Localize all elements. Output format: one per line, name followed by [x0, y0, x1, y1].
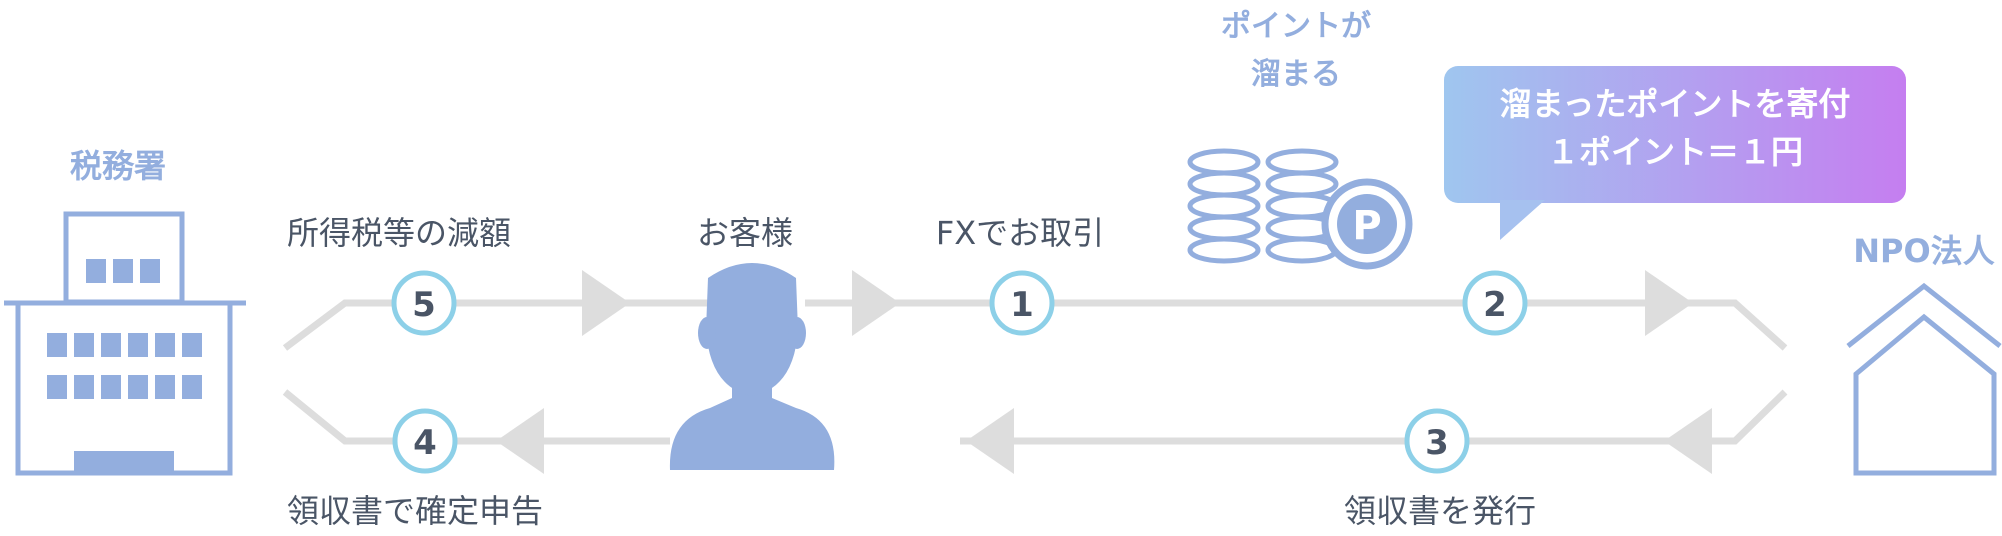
step-1-number: 1 — [1010, 285, 1034, 325]
customer-label: お客様 — [697, 214, 793, 252]
points-accumulate-line-2: 溜まる — [1251, 57, 1341, 92]
tax-office-label: 税務署 — [70, 147, 166, 185]
step-1: 1 — [989, 270, 1055, 336]
step-2: 2 — [1462, 270, 1528, 336]
top-track-right — [805, 299, 1788, 351]
receipt-declare-label: 領収書で確定申告 — [287, 492, 543, 530]
top-track-left — [282, 299, 715, 351]
tax-office-building-icon — [4, 211, 246, 476]
top-track — [282, 270, 1788, 351]
step-4: 4 — [392, 408, 458, 474]
bottom-track — [282, 389, 1788, 474]
npo-house-icon — [1846, 282, 2002, 476]
coins-stack-icon — [1187, 148, 1413, 270]
customer-person-icon — [669, 263, 835, 470]
top-arrow-right — [1645, 270, 1693, 336]
step-5-number: 5 — [412, 285, 436, 325]
tax-office-windows — [47, 259, 202, 473]
step-2-number: 2 — [1483, 285, 1507, 325]
coin-p-letter: P — [1352, 203, 1381, 249]
bottom-arrow-left — [496, 408, 544, 474]
bottom-arrow-right — [1664, 408, 1712, 474]
tax-reduction-label: 所得税等の減額 — [287, 214, 511, 252]
bubble-line-2: １ポイント＝１円 — [1547, 133, 1803, 171]
donation-speech-bubble — [1444, 66, 1906, 240]
step-3-number: 3 — [1425, 423, 1449, 463]
fx-trade-label: FXでお取引 — [936, 214, 1104, 252]
step-3: 3 — [1404, 408, 1470, 474]
step-5: 5 — [391, 270, 457, 336]
npo-label: NPO法人 — [1853, 232, 1994, 270]
top-arrow-mid — [852, 270, 900, 336]
bubble-line-1: 溜まったポイントを寄付 — [1500, 85, 1851, 123]
bottom-track-left — [282, 389, 670, 445]
points-accumulate-line-1: ポイントが — [1221, 9, 1371, 44]
bottom-track-right — [960, 389, 1788, 445]
bottom-arrow-mid — [966, 408, 1014, 474]
top-arrow-left — [582, 270, 630, 336]
issue-receipt-label: 領収書を発行 — [1344, 492, 1536, 530]
step-4-number: 4 — [413, 423, 437, 463]
